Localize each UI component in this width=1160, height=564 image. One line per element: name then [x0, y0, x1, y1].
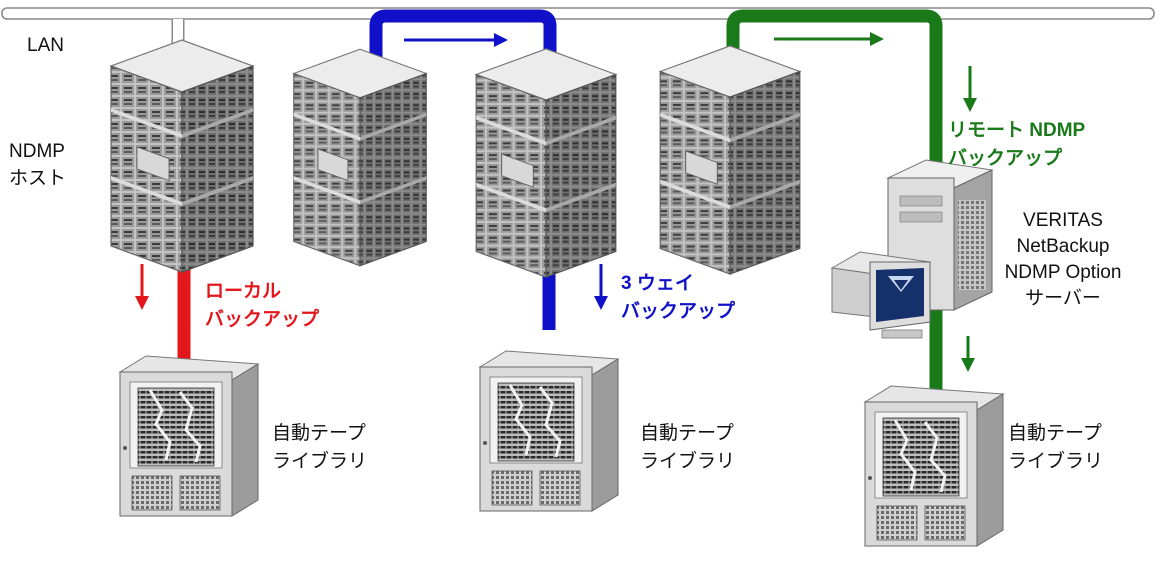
tape-library-icon: [863, 384, 1005, 548]
tape-library-1-line2: ライブラリ: [272, 451, 368, 472]
local-backup-label-line1: ローカル: [205, 281, 282, 302]
tape-library-3-line1: 自動テープ: [1008, 423, 1102, 444]
local-backup-path: [135, 262, 191, 362]
server-label-line4: サーバー: [1025, 288, 1101, 309]
tape-library-2-line2: ライブラリ: [640, 451, 736, 472]
threeway-backup-label-line1: 3 ウェイ: [621, 273, 694, 294]
three-way-arrow-right: [404, 33, 508, 47]
ndmp-host-label-line1: NDMP: [9, 141, 65, 162]
local-arrow-down: [135, 264, 149, 310]
backup-server-icon: [886, 159, 994, 311]
monitor-icon: [830, 251, 932, 339]
server-rack-icon: [475, 48, 617, 278]
tape-library-icon: [480, 351, 618, 511]
server-label-line2: NetBackup: [1016, 236, 1110, 257]
local-backup-label-line2: バックアップ: [205, 309, 320, 330]
server-rack-icon: [659, 45, 801, 275]
three-way-arrow-down: [594, 264, 608, 310]
ndmp-host-label-line2: ホスト: [9, 168, 67, 189]
server-rack-icon: [110, 39, 254, 273]
server-rack-icon: [293, 48, 427, 267]
tape-library-icon: [118, 354, 260, 518]
tape-library-3-line2: ライブラリ: [1008, 451, 1104, 472]
remote-arrow-down-1: [963, 66, 977, 112]
remote-arrow-right: [774, 32, 884, 46]
remote-backup-label-line2: バックアップ: [948, 148, 1063, 169]
remote-backup-label-line1: リモート NDMP: [948, 120, 1086, 141]
remote-backup-path: [726, 9, 977, 395]
server-label-line1: VERITAS: [1023, 210, 1103, 231]
tape-library-1-line1: 自動テープ: [272, 423, 366, 444]
lan-label: LAN: [27, 35, 64, 56]
server-label-line3: NDMP Option: [1004, 262, 1122, 283]
three-way-backup-path: [369, 9, 608, 330]
threeway-backup-label-line2: バックアップ: [621, 301, 736, 322]
tape-library-2-line1: 自動テープ: [640, 423, 734, 444]
remote-arrow-down-2: [961, 336, 975, 372]
